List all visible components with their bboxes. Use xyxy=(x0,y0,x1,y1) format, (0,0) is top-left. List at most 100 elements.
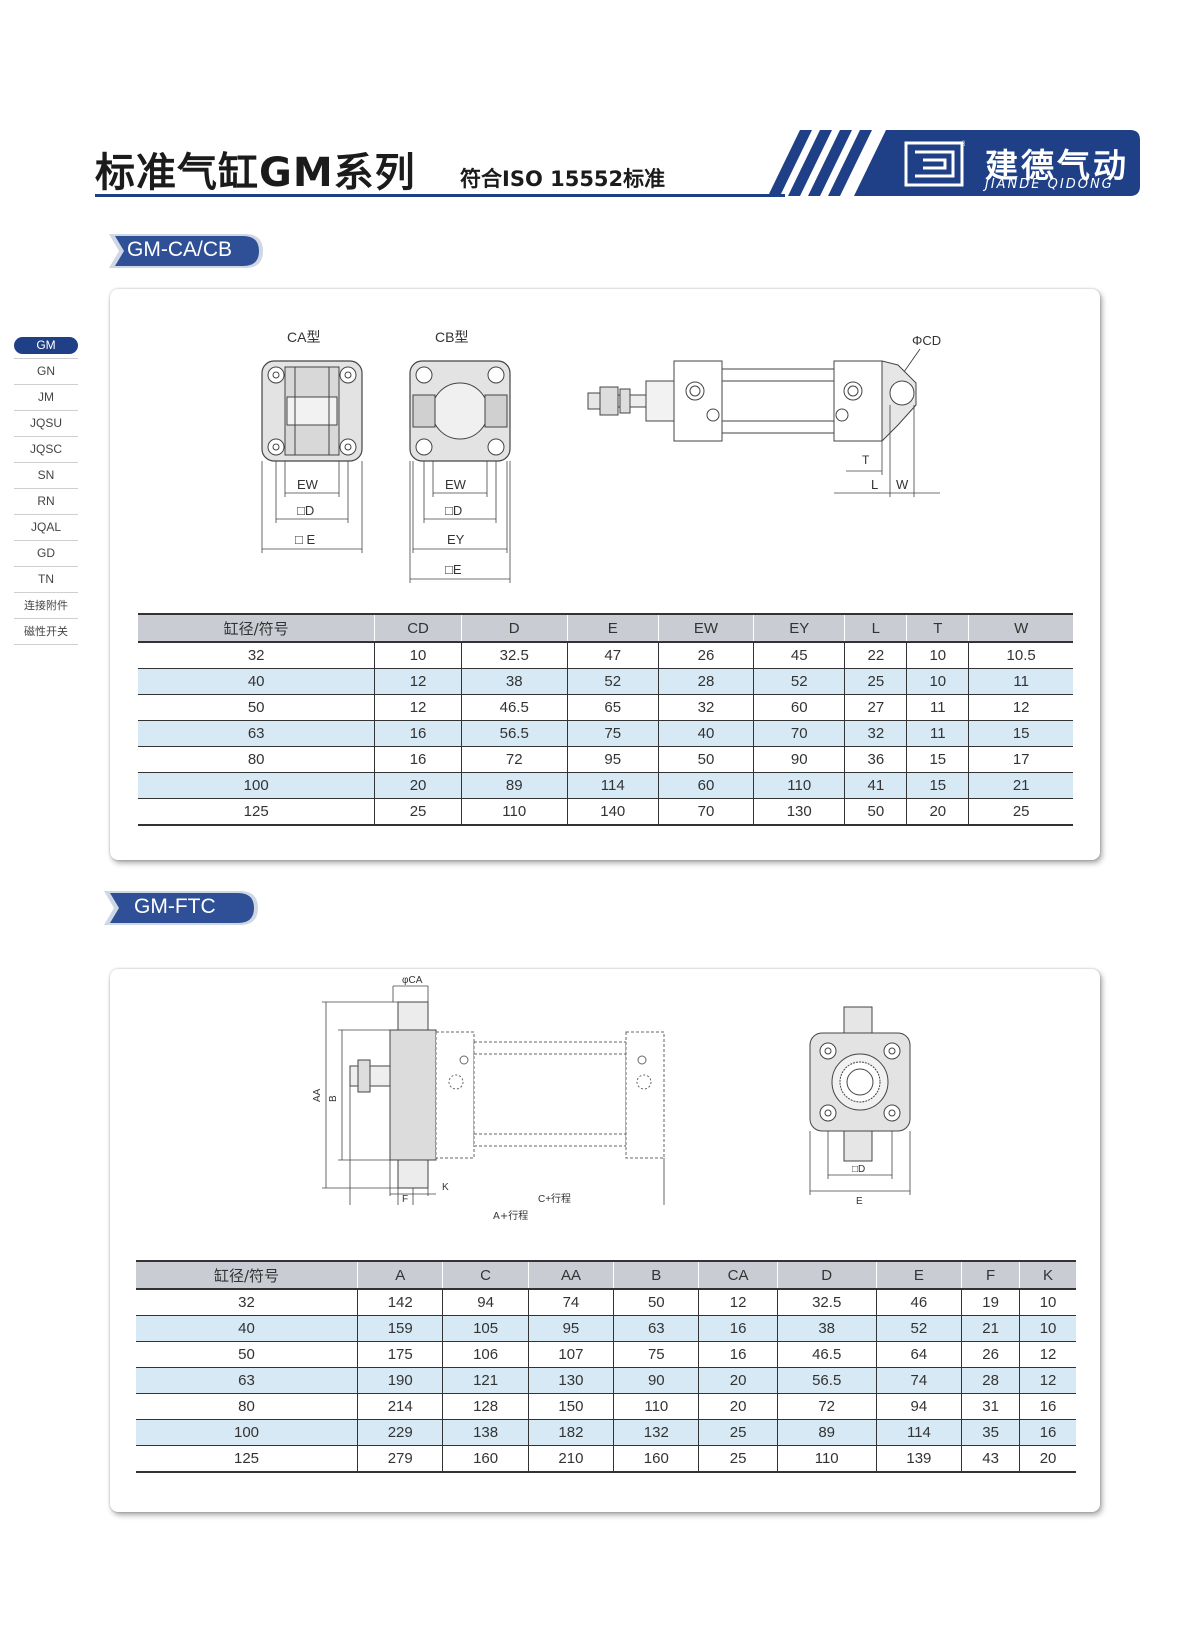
table-cell: 16 xyxy=(1019,1419,1076,1446)
table-cell: 90 xyxy=(613,1367,700,1394)
table-cell: 19 xyxy=(961,1289,1021,1316)
series-nav: GM GN JM JQSU JQSC SN RN JQAL GD TN 连接附件… xyxy=(14,333,78,645)
table-cell: 74 xyxy=(528,1289,615,1316)
table-cell: 74 xyxy=(876,1367,963,1394)
svg-text:□D: □D xyxy=(445,503,462,518)
table-cell: 12 xyxy=(1019,1367,1076,1394)
table-cell: 26 xyxy=(961,1341,1021,1368)
table-cell: 107 xyxy=(528,1341,615,1368)
table-cell: 17 xyxy=(968,746,1073,773)
table-cell: 10 xyxy=(906,642,970,669)
table-header-cell: D xyxy=(461,614,568,642)
table-cell: 21 xyxy=(961,1315,1021,1342)
table-cell: 72 xyxy=(461,746,568,773)
table-cell: 12 xyxy=(968,694,1073,721)
table-header-cell: C xyxy=(442,1261,529,1289)
cb-front-view-drawing: CB型 EW □D EY □E xyxy=(409,329,511,583)
table-cell: 125 xyxy=(136,1445,359,1473)
table-cell: 15 xyxy=(906,772,970,799)
table-cell: 20 xyxy=(374,772,462,799)
nav-item-accessories[interactable]: 连接附件 xyxy=(14,593,78,619)
nav-item-tn[interactable]: TN xyxy=(14,567,78,593)
table-cell: 125 xyxy=(138,798,376,826)
nav-item-jm[interactable]: JM xyxy=(14,385,78,411)
table-cell: 40 xyxy=(658,720,755,747)
table-cell: 63 xyxy=(613,1315,700,1342)
table-cell: 159 xyxy=(357,1315,444,1342)
table-cell: 26 xyxy=(658,642,755,669)
table-cell: 100 xyxy=(136,1419,359,1446)
table-cell: 210 xyxy=(528,1445,615,1473)
table-cell: 28 xyxy=(658,668,755,695)
table-cell: 63 xyxy=(136,1367,359,1394)
table-cell: 31 xyxy=(961,1393,1021,1420)
nav-item-magnetic-switch[interactable]: 磁性开关 xyxy=(14,619,78,645)
table-cell: 32.5 xyxy=(777,1289,877,1316)
svg-text:W: W xyxy=(896,477,909,492)
table-header-cell: T xyxy=(906,614,970,642)
table-cell: 50 xyxy=(658,746,755,773)
ftc-front-view-drawing: □D E xyxy=(809,1006,911,1207)
ca-front-view-drawing: CA型 EW □D □ E xyxy=(261,329,363,553)
table-cell: 22 xyxy=(844,642,908,669)
table-cell: 64 xyxy=(876,1341,963,1368)
nav-item-jqal[interactable]: JQAL xyxy=(14,515,78,541)
table-cell: 16 xyxy=(698,1341,778,1368)
nav-item-jqsu[interactable]: JQSU xyxy=(14,411,78,437)
nav-item-gn[interactable]: GN xyxy=(14,359,78,385)
svg-text:L: L xyxy=(871,477,878,492)
table-cell: 21 xyxy=(968,772,1073,799)
nav-item-jqsc[interactable]: JQSC xyxy=(14,437,78,463)
svg-text:EW: EW xyxy=(297,477,319,492)
table-cell: 150 xyxy=(528,1393,615,1420)
table-cell: 16 xyxy=(374,720,462,747)
table-cell: 10 xyxy=(1019,1315,1076,1342)
table-cell: 60 xyxy=(753,694,846,721)
svg-text:F: F xyxy=(402,1194,408,1205)
table-cell: 75 xyxy=(567,720,659,747)
table-cell: 40 xyxy=(136,1315,359,1342)
nav-item-rn[interactable]: RN xyxy=(14,489,78,515)
table-cell: 190 xyxy=(357,1367,444,1394)
table-cell: 114 xyxy=(567,772,659,799)
table-header-cell: CD xyxy=(374,614,462,642)
table-cell: 10 xyxy=(1019,1289,1076,1316)
table-cell: 46.5 xyxy=(461,694,568,721)
brand-banner xyxy=(768,130,1140,196)
nav-item-gd[interactable]: GD xyxy=(14,541,78,567)
table-cell: 142 xyxy=(357,1289,444,1316)
table-cell: 90 xyxy=(753,746,846,773)
table-cell: 175 xyxy=(357,1341,444,1368)
table-header-cell: AA xyxy=(528,1261,615,1289)
table-header-cell: W xyxy=(968,614,1073,642)
table-cell: 70 xyxy=(658,798,755,826)
table-cell: 130 xyxy=(753,798,846,826)
svg-text:□ E: □ E xyxy=(295,532,315,547)
table-cell: 38 xyxy=(777,1315,877,1342)
table-cell: 32 xyxy=(138,642,376,669)
table-cell: 95 xyxy=(528,1315,615,1342)
table-cell: 32 xyxy=(844,720,908,747)
table-cell: 45 xyxy=(753,642,846,669)
table-cell: 160 xyxy=(613,1445,700,1473)
svg-text:C+行程: C+行程 xyxy=(538,1192,571,1205)
table-cell: 52 xyxy=(876,1315,963,1342)
svg-text:AA: AA xyxy=(312,1088,323,1102)
svg-text:□D: □D xyxy=(852,1164,865,1175)
header-rule xyxy=(95,194,785,197)
cb-type-label: CB型 xyxy=(435,329,468,345)
table-cell: 38 xyxy=(461,668,568,695)
table-cell: 56.5 xyxy=(777,1367,877,1394)
table-cell: 50 xyxy=(136,1341,359,1368)
table-header-cell: 缸径/符号 xyxy=(136,1261,359,1289)
table-cell: 25 xyxy=(698,1445,778,1473)
table-cell: 214 xyxy=(357,1393,444,1420)
svg-text:□E: □E xyxy=(445,562,462,577)
nav-item-sn[interactable]: SN xyxy=(14,463,78,489)
table-header-cell: E xyxy=(876,1261,963,1289)
table-cell: 16 xyxy=(698,1315,778,1342)
nav-item-gm[interactable]: GM xyxy=(14,333,78,359)
table-cell: 160 xyxy=(442,1445,529,1473)
